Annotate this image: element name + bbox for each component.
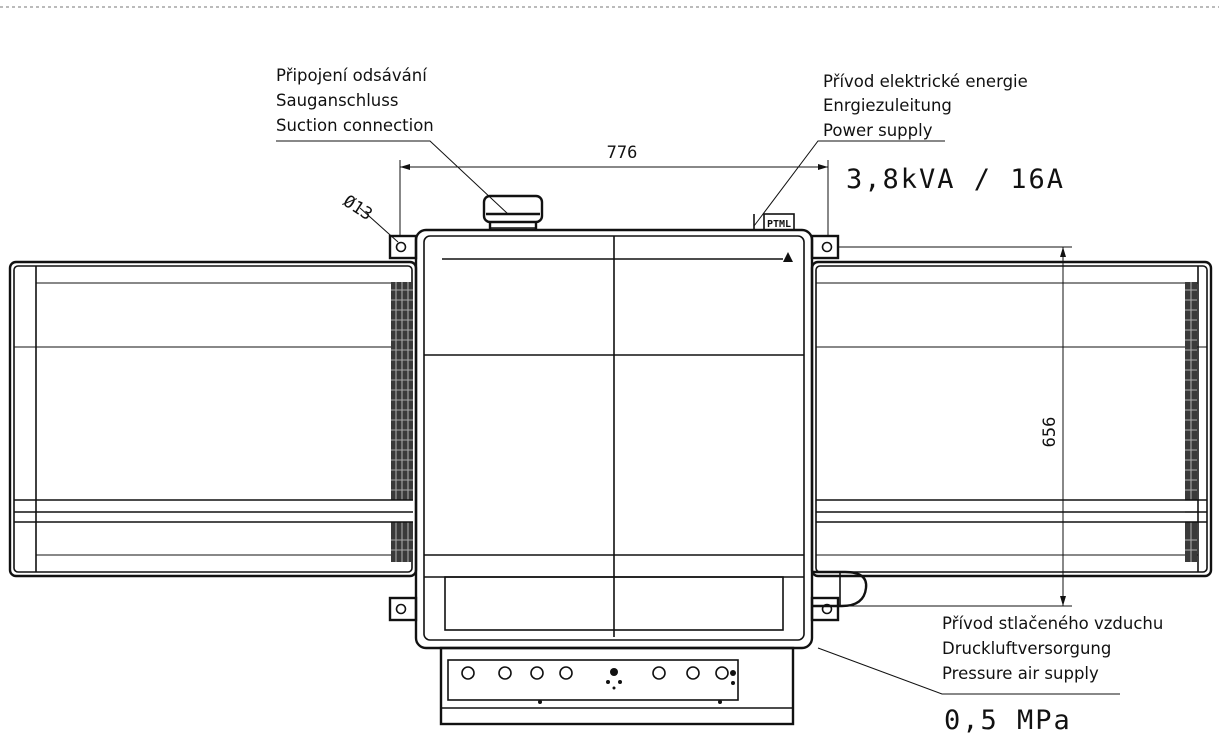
- air-label-de: Druckluftversorgung: [942, 639, 1111, 658]
- power-label-de: Enrgiezuleitung: [823, 96, 952, 115]
- depth-dimension-label: 656: [1040, 417, 1060, 448]
- air-connector: [812, 570, 868, 608]
- power-leader: [753, 140, 945, 227]
- right-conveyor: [810, 260, 1213, 578]
- power-label-en: Power supply: [823, 121, 933, 140]
- power-connector: PTML: [442, 213, 795, 262]
- power-label-cz: Přívod elektrické energie: [823, 72, 1028, 91]
- depth-dimension: [838, 246, 1072, 607]
- suction-nozzle: [482, 194, 544, 230]
- marker-label: PTML: [767, 219, 791, 230]
- air-leader: [817, 647, 1120, 695]
- width-dimension-label: 776: [607, 143, 638, 163]
- air-value: 0,5 MPa: [944, 705, 1072, 734]
- air-label-cz: Přívod stlačeného vzduchu: [942, 614, 1163, 633]
- hole-leader: [359, 207, 399, 243]
- width-dimension: [399, 160, 829, 236]
- suction-label-de: Sauganschluss: [276, 91, 398, 110]
- main-housing: [414, 228, 814, 650]
- left-conveyor: [8, 260, 418, 578]
- suction-label-en: Suction connection: [276, 116, 434, 135]
- control-panel: [439, 646, 795, 726]
- hole-diameter-label: Ø13: [339, 191, 376, 225]
- air-label-en: Pressure air supply: [942, 664, 1099, 683]
- suction-label-cz: Připojení odsávání: [276, 66, 428, 85]
- marker-triangle: [783, 252, 793, 262]
- power-value: 3,8kVA / 16A: [846, 164, 1065, 195]
- suction-leader: [276, 140, 509, 215]
